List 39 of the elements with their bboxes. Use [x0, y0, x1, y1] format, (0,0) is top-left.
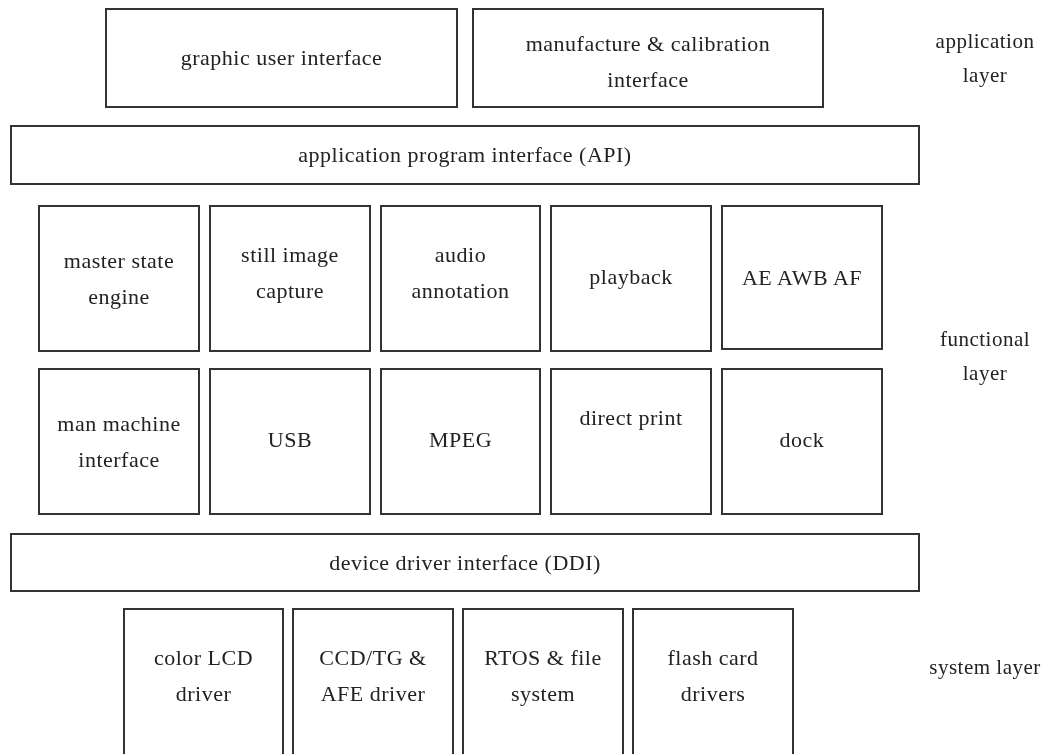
module-box	[123, 608, 284, 754]
module-box	[38, 205, 200, 352]
module-box	[38, 368, 200, 515]
layer-label: application layer	[934, 28, 1036, 89]
module-label: direct print	[579, 404, 683, 432]
module-box	[632, 608, 794, 754]
module-label: man machine interface	[56, 409, 182, 474]
module-label: color LCD driver	[152, 644, 255, 708]
module-label: application program interface (API)	[298, 141, 632, 169]
module-label: graphic user interface	[180, 44, 383, 72]
module-box	[550, 368, 712, 515]
module-label: MPEG	[428, 426, 493, 454]
layer-label: functional layer	[938, 326, 1032, 387]
module-box	[462, 608, 624, 754]
module-label: manufacture & calibration interface	[524, 30, 772, 94]
module-box	[292, 608, 454, 754]
module-label: dock	[779, 426, 825, 454]
module-box	[209, 205, 371, 352]
module-label: master state engine	[62, 246, 176, 311]
interface-bar	[10, 125, 920, 185]
module-label: flash card drivers	[666, 644, 760, 708]
module-label: still image capture	[240, 241, 340, 305]
module-box	[721, 205, 883, 350]
module-label: playback	[589, 263, 673, 291]
module-box	[721, 368, 883, 515]
module-box	[209, 368, 371, 515]
module-label: USB	[267, 426, 313, 454]
layer-label: system layer	[928, 654, 1042, 681]
module-label: audio annotation	[410, 241, 511, 305]
module-label: RTOS & file system	[483, 644, 603, 708]
module-box	[380, 205, 541, 352]
interface-bar	[10, 533, 920, 592]
module-box	[472, 8, 824, 108]
module-label: AE AWB AF	[741, 263, 863, 292]
module-box	[550, 205, 712, 352]
module-label: CCD/TG & AFE driver	[318, 644, 428, 708]
module-box	[105, 8, 458, 108]
module-box	[380, 368, 541, 515]
module-label: device driver interface (DDI)	[329, 548, 601, 577]
